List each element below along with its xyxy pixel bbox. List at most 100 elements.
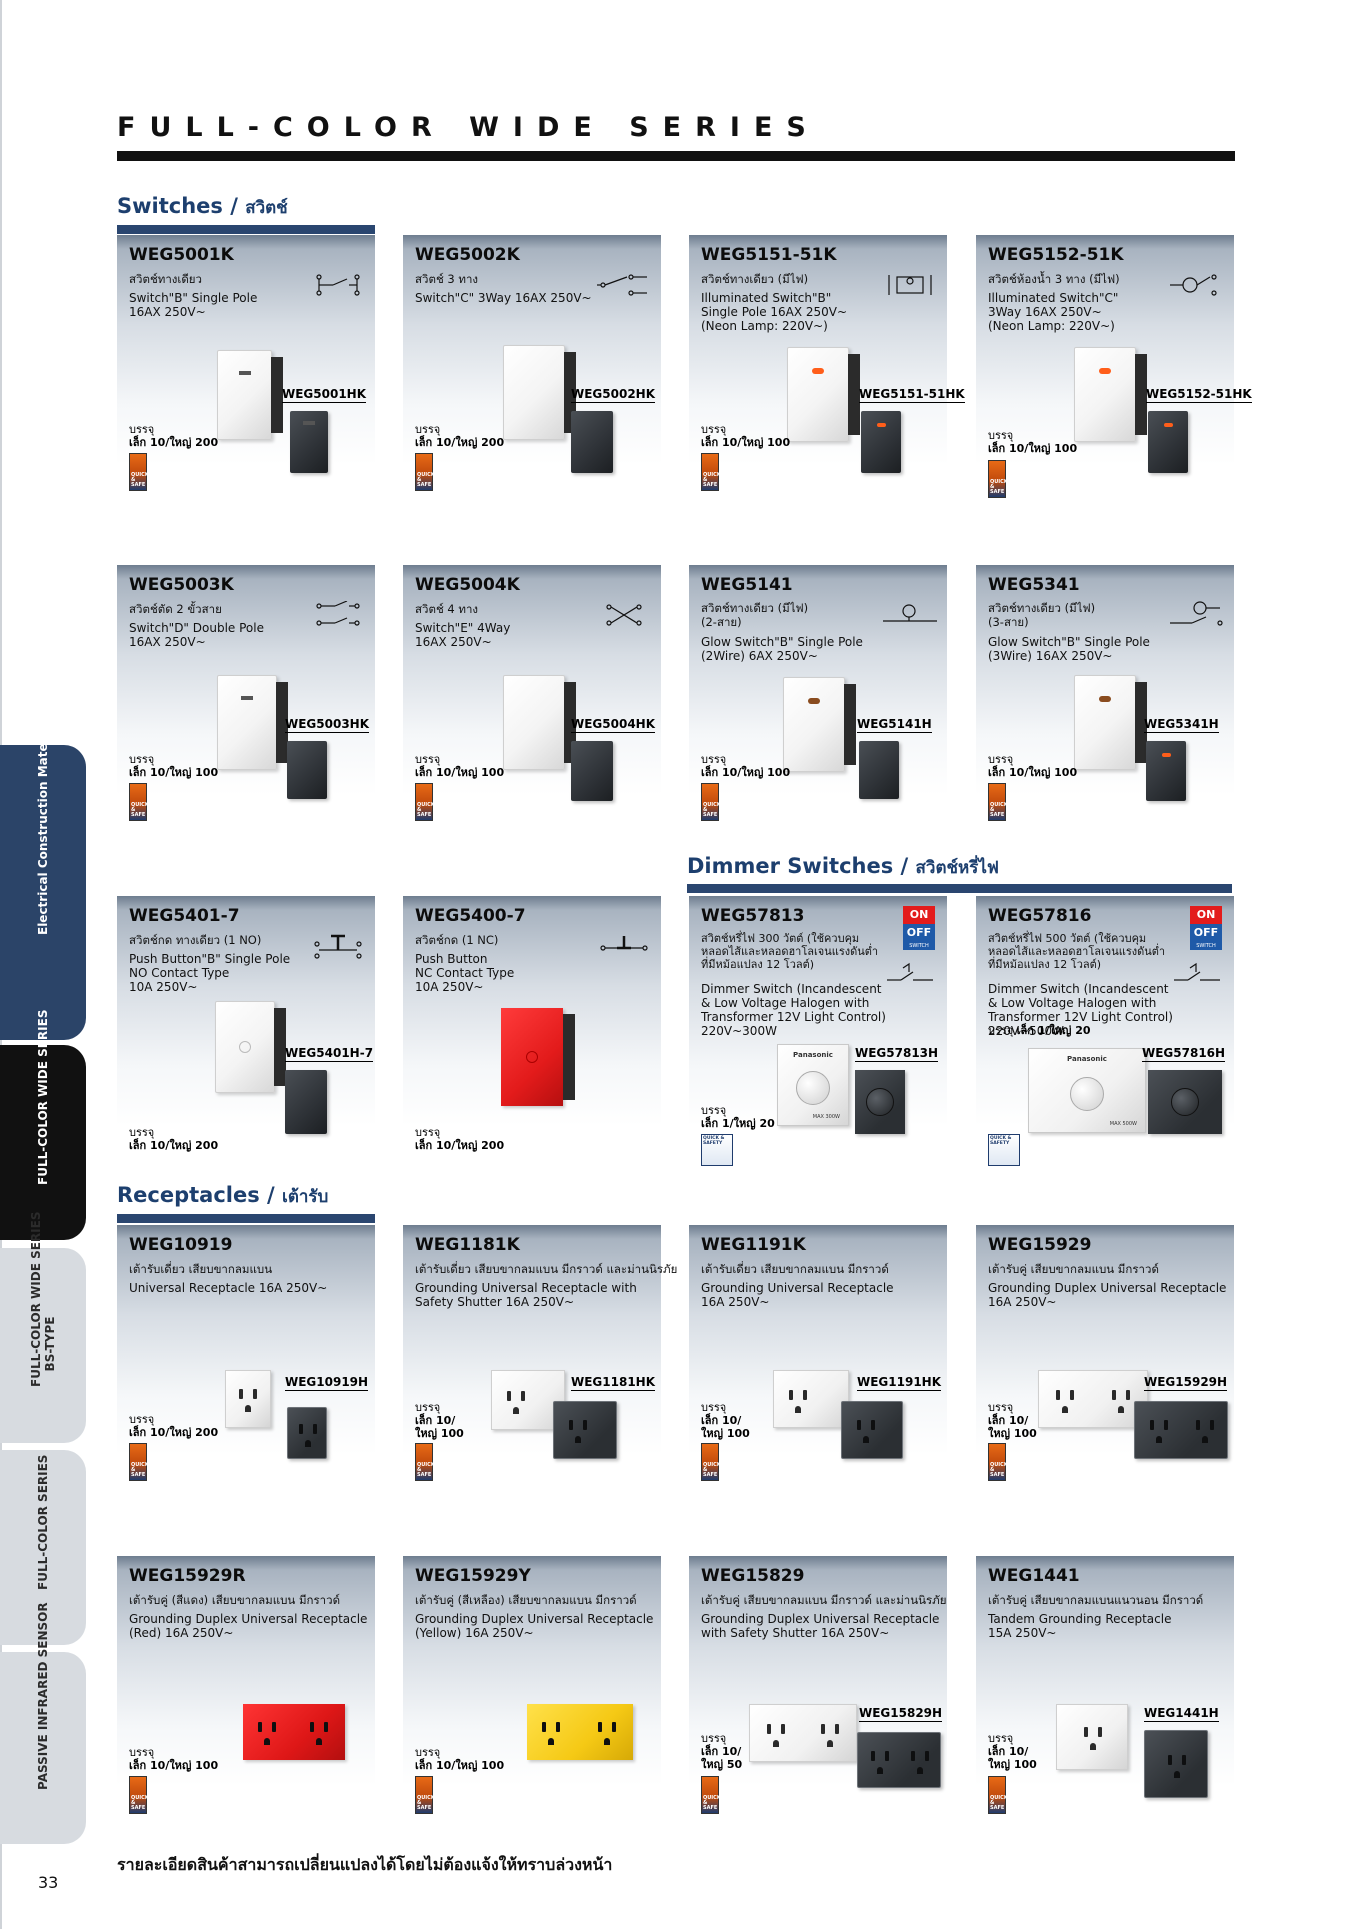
model-number: WEG5151-51K [701,245,837,265]
pack-label: บรรจุ [988,753,1014,766]
outlet-socket [593,1716,621,1748]
pack-quantity: เล็ก 10/ ใหญ่ 50 [701,1745,743,1771]
pack-label: บรรจุ [988,1732,1014,1745]
off-label: OFF [1190,924,1222,942]
badge-text: QUICK & SAFETY [703,1136,725,1146]
product-card: WEG1181K เต้ารับเดี่ยว เสียบขากลมแบน มีก… [403,1225,677,1490]
outlet-socket [1145,1414,1173,1446]
variant-model: WEG57813H [855,1046,939,1062]
thai-name: สวิตช์ทางเดียว (มีไฟ) [701,272,809,286]
description: Switch"C" 3Way 16AX 250V~ [415,291,592,305]
badge-text: QUICK & SAFE [131,1462,149,1478]
thai-name: เต้ารับเดี่ยว เสียบขากลมแบน [129,1262,273,1276]
product-card: WEG15829 เต้ารับคู่ เสียบขากลมแบน มีกราว… [689,1556,947,1821]
indicator-lamp [1099,696,1111,702]
receptacle-plate-dark [841,1401,903,1459]
model-number: WEG15929 [988,1235,1092,1255]
tab-full-color-series[interactable]: FULL-COLOR SERIES [0,1450,86,1645]
product-card: WEG5002K สวิตช์ 3 ทาง Switch"C" 3Way 16A… [403,235,661,505]
pack-quantity: เล็ก 10/ ใหญ่ 100 [415,1414,464,1440]
tab-electrical-construction-materials[interactable]: Electrical Construction Materials [0,714,86,1040]
indicator-lamp [1099,368,1111,374]
switch-label: SWITCH [1190,942,1222,950]
safety-badge-icon: QUICK & SAFE [988,1776,1008,1814]
outlet-socket [502,1385,530,1417]
tab-passive-infrared-sensor[interactable]: PASSIVE INFRARED SENSOR [0,1602,86,1844]
model-number: WEG57813 [701,906,805,926]
outlet-socket [294,1418,322,1450]
pack-quantity: เล็ก 10/ใหญ่ 100 [129,766,219,779]
packaging: บรรจุเล็ก 10/ใหญ่ 100 [988,429,1077,455]
product-card: WEG5152-51K สวิตช์ห้องน้ำ 3 ทาง (มีไฟ) I… [976,235,1252,505]
description: Grounding Duplex Universal Receptacle wi… [701,1612,940,1640]
description: Dimmer Switch (Incandescent & Low Voltag… [701,982,886,1038]
tab-label: Electrical Construction Materials [36,714,50,935]
receptacle-plate-yellow [527,1704,633,1760]
variant-model: WEG15829H [859,1706,943,1722]
variant-model: WEG5002HK [571,387,656,403]
push-button-plate [215,1001,286,1093]
badge-text: QUICK & SAFE [131,802,149,818]
on-label: ON [1190,906,1222,924]
variant-model: WEG5003HK [285,717,370,733]
switch-plate-white [217,350,283,440]
outlet-socket [253,1716,281,1748]
switch-plate-white [217,675,288,770]
model-number: WEG5152-51K [988,245,1124,265]
pack-label: บรรจุ [701,753,727,766]
packaging: บรรจุเล็ก 10/ ใหญ่ 100 [701,1401,750,1440]
model-number: WEG5141 [701,575,793,595]
variant-model: WEG5152-51HK [1146,387,1252,403]
description: Tandem Grounding Receptacle 15A 250V~ [988,1612,1172,1640]
tab-full-color-wide-series-bs-type[interactable]: FULL-COLOR WIDE SERIES BS-TYPE [0,1212,86,1443]
safety-badge-icon: QUICK & SAFETY [988,1134,1020,1166]
push-button-dot [526,1051,538,1063]
pack-quantity: เล็ก 10/ใหญ่ 100 [988,766,1078,779]
receptacle-plate-white [225,1370,271,1428]
safety-badge-icon: QUICK & SAFE [415,1443,435,1481]
product-card: WEG5141 สวิตช์ทางเดียว (มีไฟ) (2-สาย) Gl… [689,565,947,830]
switch-label: SWITCH [903,942,935,950]
model-number: WEG5400-7 [415,906,526,926]
safety-badge-icon: QUICK & SAFE [988,1443,1008,1481]
receptacle-plate-dark [287,1407,327,1459]
pack-quantity: เล็ก 10/ ใหญ่ 100 [988,1745,1037,1771]
max-rating: MAX 500W [1109,1121,1137,1127]
badge-text: QUICK & SAFE [703,472,721,488]
badge-text: QUICK & SAFE [417,1462,435,1478]
variant-model: WEG57816H [1142,1046,1226,1062]
circuit-symbol-icon [1170,601,1223,626]
safety-badge-icon: QUICK & SAFE [988,783,1008,821]
packaging: บรรจุเล็ก 10/ใหญ่ 100 [415,753,504,779]
switch-plate-white [1074,347,1147,442]
tab-full-color-wide-series[interactable]: FULL-COLOR WIDE SERIES [0,1010,86,1240]
description: Grounding Universal Receptacle 16A 250V~ [701,1281,894,1309]
pack-quantity: เล็ก 10/ใหญ่ 200 [129,1426,219,1439]
variant-model: WEG5151-51HK [859,387,965,403]
switch-plate-dark [571,741,613,801]
frame [274,1008,286,1086]
packaging: บรรจุเล็ก 10/ใหญ่ 100 [988,753,1077,779]
outlet-socket [762,1718,790,1750]
pack-quantity: เล็ก 10/ ใหญ่ 100 [701,1414,750,1440]
pack-label: บรรจุ [701,1104,727,1117]
variant-model: WEG1191HK [857,1375,942,1391]
outlet-socket [537,1716,565,1748]
pack-label: บรรจุ [701,423,727,436]
switch-plate-dark [287,741,327,799]
safety-badge-icon: QUICK & SAFE [701,1443,721,1481]
description: Universal Receptacle 16A 250V~ [129,1281,328,1295]
badge-text: QUICK & SAFE [990,479,1008,495]
pack-label: บรรจุ [701,1401,727,1414]
switch-plate-dark [859,741,899,799]
receptacle-plate-white [773,1370,849,1428]
packaging: บรรจุเล็ก 10/ใหญ่ 200 [129,1413,218,1439]
safety-badge-icon: QUICK & SAFE [129,1776,149,1814]
thai-name: เต้ารับคู่ เสียบขากลมแบนแนวนอน มีกราวด์ [988,1593,1204,1607]
variant-model: WEG10919H [285,1375,369,1391]
variant-model: WEG15929H [1144,1375,1228,1391]
model-number: WEG5401-7 [129,906,240,926]
pack-label: บรรจุ [129,423,155,436]
switch-plate-white [503,345,576,440]
